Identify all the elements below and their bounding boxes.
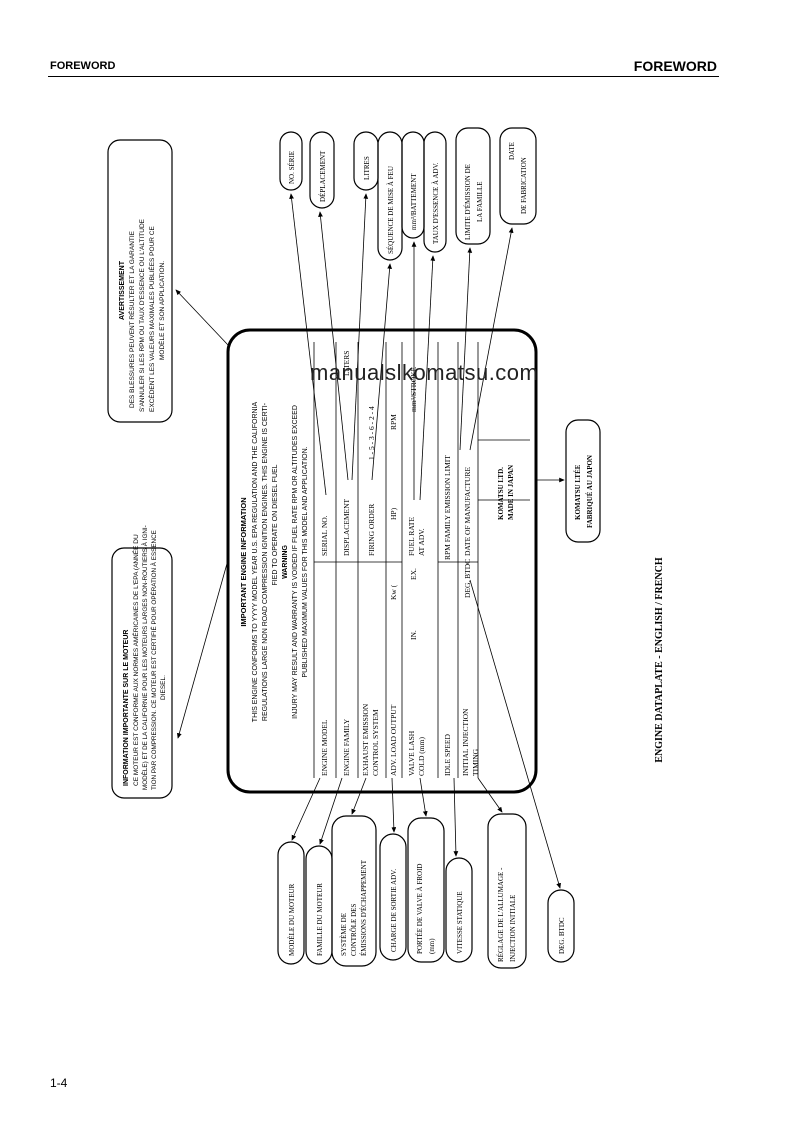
value-firing-order: 1 - 5 - 3 - 6 - 2 - 4	[367, 406, 376, 460]
info-fr-1: CE MOTEUR EST CONFORME AUX NORMES AMÉRIC…	[131, 534, 140, 786]
label-firing-order: FIRING ORDER	[367, 504, 376, 556]
label-liters: LITERS	[342, 351, 351, 376]
header-right: FOREWORD	[633, 58, 717, 74]
watermark: manualslkomatsu.com	[310, 360, 539, 385]
label-initial-injection-1: INITIAL INJECTION	[461, 708, 470, 776]
pill-taux-text: TAUX D'ESSENCE À ADV.	[432, 162, 440, 244]
pill-mm3-text: mm³/BATTEMENT	[410, 173, 418, 230]
header-rule	[48, 76, 719, 77]
pill-deplacement-text: DÉPLACEMENT	[319, 150, 327, 202]
pill-reglage	[487, 813, 527, 969]
pill-sequence-text: SÉQUENCE DE MISE À FEU	[387, 166, 395, 254]
pill-komatsu-fr-2: FABRIQUÉ AU JAPON	[586, 455, 594, 528]
label-mm3-stroke: mm³/STROKE	[409, 366, 418, 412]
callout-avertissement	[107, 139, 173, 423]
label-kw: Kw (	[389, 584, 398, 600]
diagram-caption: ENGINE DATAPLATE - ENGLISH / FRENCH	[654, 557, 665, 763]
label-fuel-rate-1: FUEL RATE	[407, 516, 416, 556]
pill-reglage-1: RÉGLAGE DE L'ALLUMAGE -	[497, 867, 505, 962]
pill-reglage-2: INJECTION INITIALE	[509, 895, 517, 962]
pill-no-serie	[279, 131, 303, 191]
pill-vitesse	[445, 857, 473, 963]
pill-date	[499, 127, 537, 225]
label-exhaust-1: EXHAUST EMISSION	[361, 703, 370, 776]
pill-vitesse-text: VITESSE STATIQUE	[456, 891, 464, 954]
pill-deplacement	[309, 131, 335, 209]
avert-4: MODÈLE ET SON APPLICATION.	[157, 261, 166, 360]
header-left: FOREWORD	[50, 60, 116, 72]
pill-limite	[455, 127, 491, 245]
plate-warning-1: INJURY MAY RESULT AND WARRANTY IS VOIDED…	[292, 405, 299, 719]
pill-famille-text: FAMILLE DU MOTEUR	[316, 883, 324, 956]
pill-charge-text: CHARGE DE SORTIE ADV.	[390, 869, 398, 952]
info-fr-2: MODÈLE) ET DE LA CALIFORNIE POUR LES MOT…	[140, 525, 149, 790]
label-date-mfg: DATE OF MANUFACTURE	[463, 467, 472, 556]
pill-deg-btdc-text: DEG. BTDC	[558, 917, 566, 954]
label-fuel-rate-2: AT ADV.	[417, 528, 426, 556]
pill-limite-text-1: LIMITE D'ÉMISSION DE	[464, 164, 472, 240]
label-engine-family: ENGINE FAMILY	[342, 718, 351, 776]
pill-portee-1: PORTÉE DE VALVE À FROID	[416, 864, 424, 954]
plate-warning-title: WARNING	[282, 545, 289, 579]
label-made-in-japan: MADE IN JAPAN	[507, 465, 515, 520]
label-komatsu: KOMATSU LTD.	[497, 467, 505, 520]
info-fr-title: INFORMATION IMPORTANTE SUR LE MOTEUR	[123, 630, 130, 786]
label-deg-btdc: DEG. BTDC	[463, 559, 472, 598]
plate-title: IMPORTANT ENGINE INFORMATION	[239, 497, 248, 626]
avert-title: AVERTISSEMENT	[119, 260, 126, 320]
pill-portee	[407, 817, 445, 963]
pill-date-text-1: DATE	[508, 142, 516, 160]
avert-1: DES BLESSURES PEUVENT RÉSULTER ET LA GAR…	[127, 230, 136, 408]
pill-systeme-2: CONTRÔLE DES	[350, 904, 358, 956]
label-exhaust-2: CONTROL SYSTEM	[371, 709, 380, 776]
label-valve-lash-1: VALVE LASH	[407, 730, 416, 776]
pill-date-text-2: DE FABRICATION	[520, 157, 528, 214]
label-engine-model: ENGINE MODEL	[320, 719, 329, 776]
label-valve-lash-2: COLD (mm)	[417, 737, 426, 776]
pill-no-serie-text: NO. SÉRIE	[288, 151, 296, 184]
avert-3: EXCÈDENT LES VALEURS MAXIMALES PUBLIÉES …	[147, 226, 156, 412]
plate-intro-3: FIED TO OPERATE ON DIESEL FUEL	[272, 464, 279, 585]
pill-taux	[423, 131, 447, 253]
pill-deg-btdc	[547, 889, 575, 963]
info-fr-3: TION PAR COMPRESSION. CE MOTEUR EST CERT…	[149, 530, 158, 790]
pill-charge	[379, 833, 407, 961]
pill-litres-text: LITRES	[363, 156, 371, 180]
pill-portee-2: (mm)	[428, 938, 436, 954]
pill-systeme-3: ÉMISSIONS D'ÉCHAPPEMENT	[360, 859, 368, 956]
leader-lines	[175, 193, 565, 889]
label-rpm-family: RPM FAMILY EMISSION LIMIT	[443, 455, 452, 560]
label-initial-injection-2: TIMING	[471, 748, 480, 776]
pill-systeme-1: SYSTÈME DE	[340, 913, 348, 956]
pill-systeme	[331, 815, 377, 967]
label-ex: EX.	[409, 568, 418, 580]
label-rpm: RPM	[389, 414, 398, 430]
callout-info-fr	[111, 547, 173, 799]
label-in: IN.	[409, 630, 418, 640]
info-fr-4: DIESEL.	[160, 675, 167, 700]
pill-komatsu-fr	[565, 419, 601, 543]
pill-modele	[277, 841, 305, 965]
label-idle-speed: IDLE SPEED	[443, 734, 452, 776]
plate-warning-2: PUBLISHED MAXIMUM VALUES FOR THIS MODEL …	[302, 446, 309, 677]
label-serial-no: SERIAL NO.	[320, 515, 329, 556]
pill-modele-text: MODÈLE DU MOTEUR	[288, 883, 296, 956]
avert-2: S'ANNULER SI LES RPM OU TAUX D'ESSENCE O…	[139, 218, 146, 412]
pill-limite-text-2: LA FAMILLE	[476, 181, 484, 222]
label-displacement: DISPLACEMENT	[342, 498, 351, 556]
plate-intro-1: THIS ENGINE CONFORMS TO YYYY MODEL YEAR …	[252, 401, 259, 722]
plate-intro-2: REGULATIONS LARGE NON ROAD COMPRESSION I…	[262, 402, 269, 721]
label-hp: HP)	[389, 507, 398, 520]
page-number: 1-4	[50, 1076, 68, 1090]
pill-komatsu-fr-1: KOMATSU LTÉE	[574, 464, 582, 520]
label-adv-load: ADV. LOAD OUTPUT	[389, 704, 398, 776]
